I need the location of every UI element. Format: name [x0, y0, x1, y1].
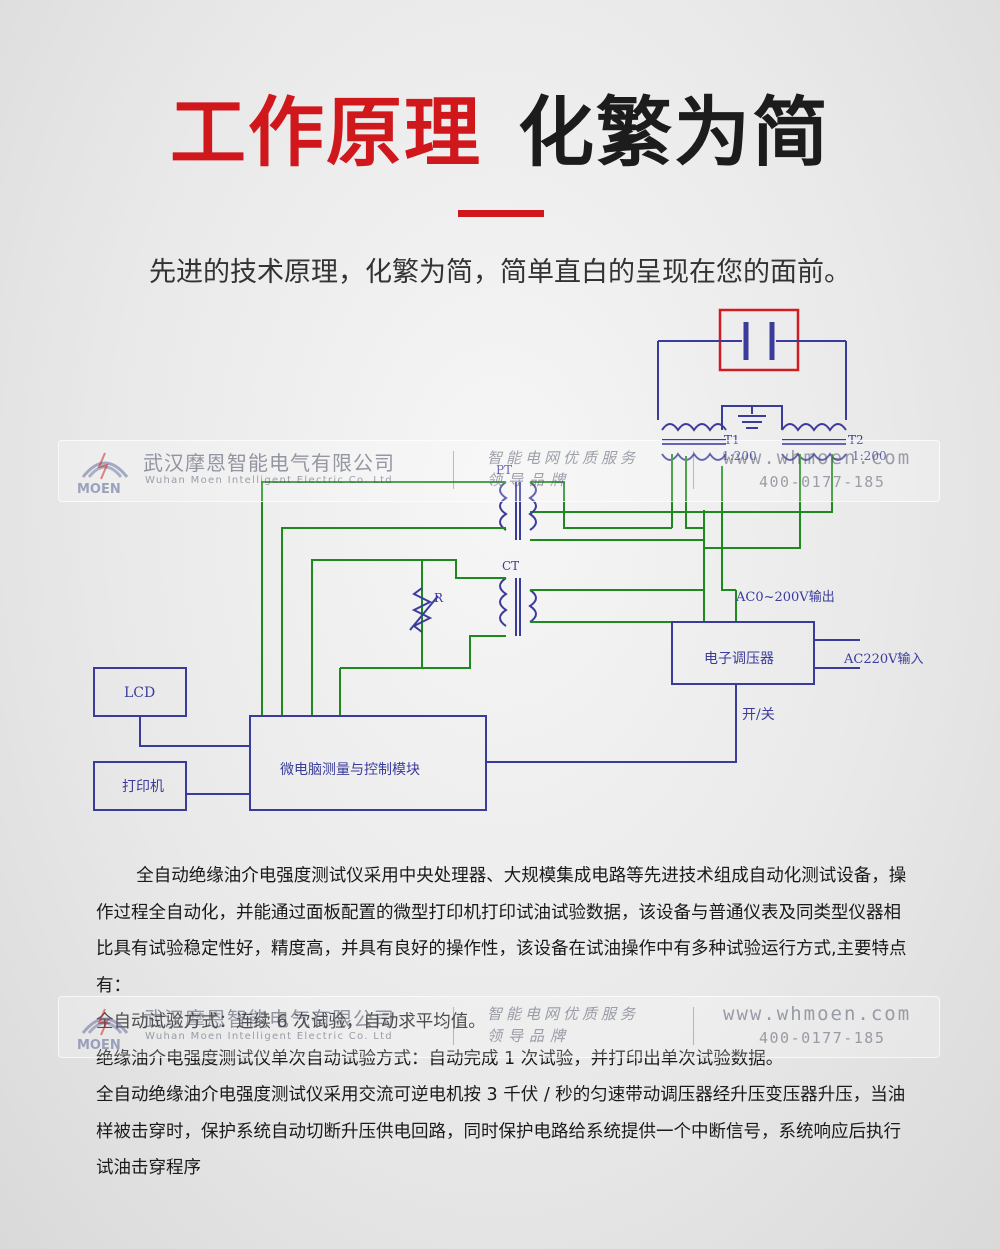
moen-logo-icon: MOEN — [77, 452, 129, 495]
watermark-company-en: Wuhan Moen Intelligent Electric Co. Ltd — [145, 1031, 393, 1042]
watermark-banner-top: MOEN 武汉摩恩智能电气有限公司 Wuhan Moen Intelligent… — [58, 440, 940, 502]
paragraph-intro: 全自动绝缘油介电强度测试仪采用中央处理器、大规模集成电路等先进技术组成自动化测试… — [96, 866, 907, 996]
ct-label: CT — [502, 559, 519, 573]
pt-coil-right — [528, 481, 537, 531]
t2-ratio: 1:200 — [852, 449, 887, 463]
r-label: R — [434, 591, 444, 605]
watermark-phone: 400-0177-185 — [759, 1029, 886, 1047]
mcu-label: 微电脑测量与控制模块 — [280, 762, 420, 778]
title-red-part: 工作原理 — [170, 88, 482, 177]
watermark-divider — [453, 451, 454, 489]
ct-coil-right — [528, 589, 537, 623]
t1-coil-top — [661, 423, 727, 432]
lcd-label: LCD — [124, 685, 155, 701]
regulator-box — [671, 621, 815, 685]
paragraph-single-mode: 绝缘油介电强度测试仪单次自动试验方式：自动完成 1 次试验，并打印出单次试验数据… — [96, 1048, 784, 1069]
title-underline — [458, 210, 544, 217]
logo-text: MOEN — [77, 1038, 121, 1051]
watermark-divider — [453, 1007, 454, 1045]
regulator-label: 电子调压器 — [704, 651, 774, 667]
t1-coil-bottom — [661, 452, 727, 461]
watermark-company-en: Wuhan Moen Intelligent Electric Co. Ltd — [145, 475, 393, 486]
moen-logo-icon: MOEN — [77, 1008, 129, 1051]
circuit-diagram: T1 1:200 T2 1:200 PT CT R AC0~200V输出 电子调… — [93, 308, 924, 811]
watermark-slogan-1: 智能电网优质服务 — [487, 1005, 640, 1023]
page-title: 工作原理化繁为简 — [0, 88, 1000, 178]
watermark-divider-2 — [693, 1007, 694, 1045]
watermark-slogan-1: 智能电网优质服务 — [487, 449, 640, 467]
description-text: 全自动绝缘油介电强度测试仪采用中央处理器、大规模集成电路等先进技术组成自动化测试… — [96, 858, 910, 1187]
ac-out-label: AC0~200V输出 — [735, 589, 835, 605]
watermark-divider-2 — [693, 451, 694, 489]
subtitle: 先进的技术原理，化繁为简，简单直白的呈现在您的面前。 — [149, 257, 851, 288]
switch-label: 开/关 — [742, 707, 775, 723]
cap-wire — [657, 340, 847, 420]
ac-in-label: AC220V输入 — [843, 651, 924, 667]
watermark-slogan-2: 领导品牌 — [487, 1027, 572, 1045]
paragraph-principle: 全自动绝缘油介电强度测试仪采用交流可逆电机按 3 千伏 / 秒的匀速带动调压器经… — [96, 1085, 906, 1178]
ct-coil-left — [499, 577, 508, 627]
watermark-phone: 400-0177-185 — [759, 473, 886, 491]
t2-coil-bottom — [781, 452, 847, 461]
pt-label: PT — [496, 463, 512, 477]
watermark-company-cn: 武汉摩恩智能电气有限公司 — [143, 451, 395, 475]
t1-ratio: 1:200 — [722, 449, 757, 463]
t2-coil-top — [781, 423, 847, 432]
watermark-slogan-2: 领导品牌 — [487, 471, 572, 489]
title-dark-part: 化繁为简 — [518, 88, 830, 177]
watermark-company-cn: 武汉摩恩智能电气有限公司 — [143, 1007, 395, 1031]
logo-text: MOEN — [77, 482, 121, 495]
printer-box — [93, 761, 187, 811]
paragraph-auto-mode: 全自动试验方式：连续 6 次试验，自动求平均值。 — [96, 1012, 486, 1032]
printer-label: 打印机 — [122, 778, 164, 795]
pt-coil-left — [499, 481, 508, 531]
mcu-box — [249, 715, 487, 811]
watermark-banner-bottom: MOEN 武汉摩恩智能电气有限公司 Wuhan Moen Intelligent… — [58, 996, 940, 1058]
watermark-website: www.whmoen.com — [723, 1003, 912, 1025]
watermark-website: www.whmoen.com — [723, 447, 912, 469]
